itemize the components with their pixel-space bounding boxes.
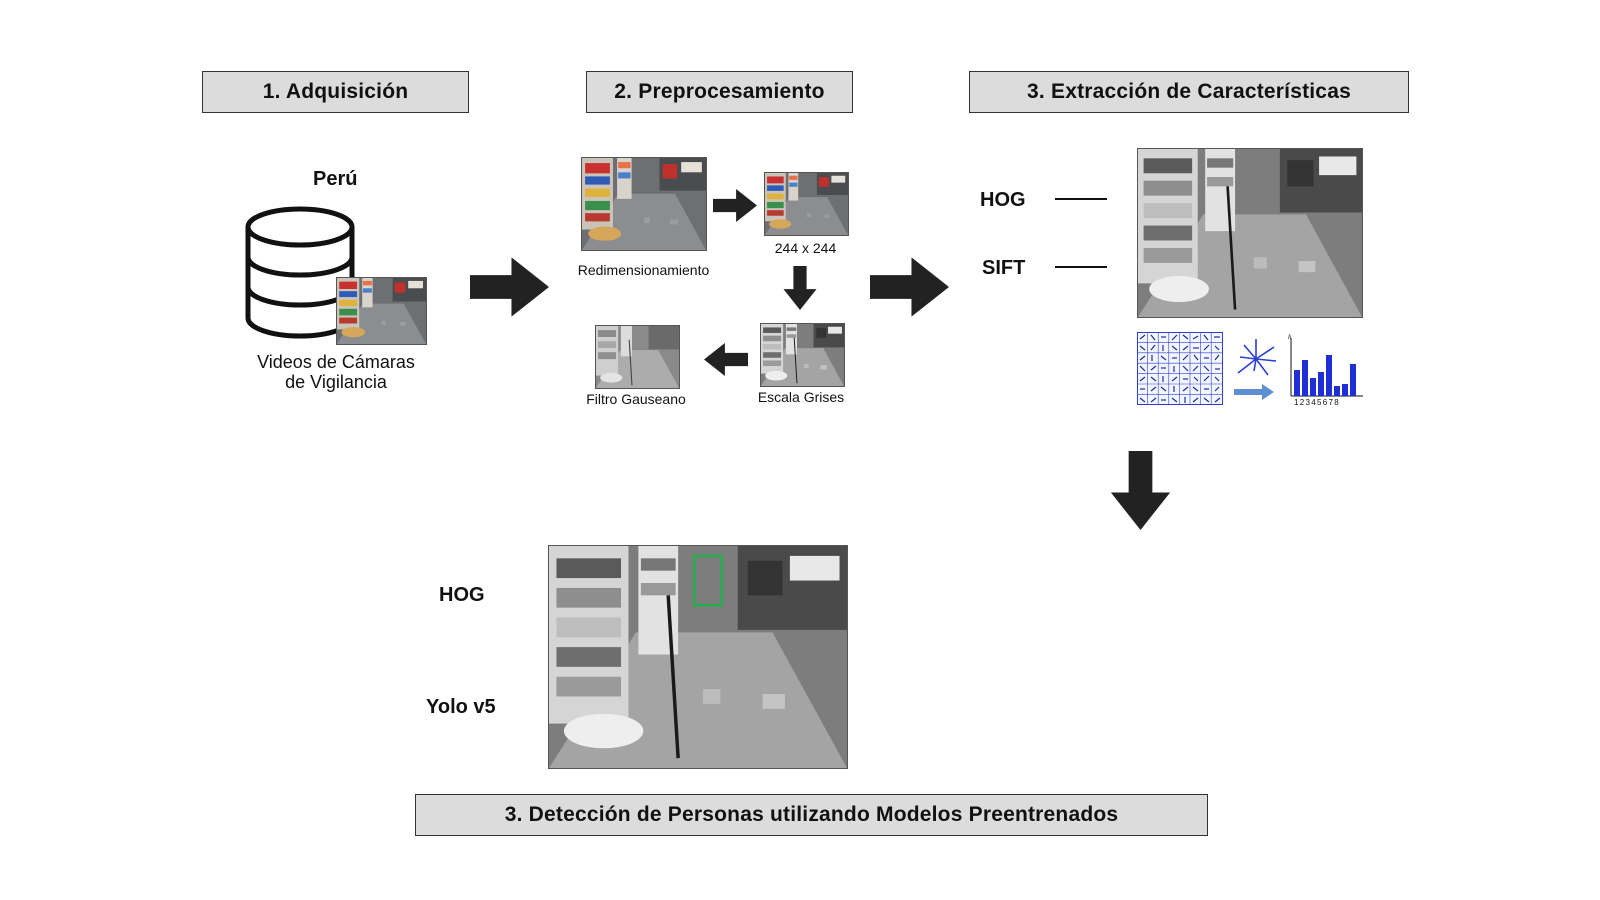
right-arrow-icon bbox=[713, 189, 757, 222]
feature-frame bbox=[1137, 148, 1363, 318]
stage-title-preprocessing: 2. Preprocesamiento bbox=[586, 71, 853, 113]
right-arrow-icon bbox=[1234, 384, 1274, 400]
resize-label: Redimensionamiento bbox=[577, 262, 710, 278]
stage-title-detection: 3. Detección de Personas utilizando Mode… bbox=[415, 794, 1208, 836]
feature-method-sift: SIFT bbox=[982, 257, 1026, 279]
detection-frame bbox=[548, 545, 848, 769]
right-arrow-icon bbox=[870, 257, 949, 317]
right-arrow-icon bbox=[470, 257, 549, 317]
original-frame bbox=[581, 157, 707, 251]
left-arrow-icon bbox=[704, 343, 748, 376]
feature-method-hog: HOG bbox=[980, 189, 1026, 211]
detection-model-hog: HOG bbox=[439, 584, 485, 606]
grayscale-frame bbox=[760, 323, 845, 387]
dataset-label-line2: de Vigilancia bbox=[285, 372, 387, 392]
country-label: Perú bbox=[313, 168, 358, 190]
histogram-icon: h 12345678 bbox=[1285, 332, 1365, 408]
detection-model-yolo: Yolo v5 bbox=[426, 696, 496, 718]
sift-connector bbox=[1055, 266, 1107, 268]
surveillance-thumbnail bbox=[336, 277, 427, 345]
hog-grid-icon bbox=[1137, 332, 1223, 405]
down-arrow-icon bbox=[783, 266, 817, 310]
resized-frame bbox=[764, 172, 849, 236]
hog-connector bbox=[1055, 198, 1107, 200]
gaussian-frame bbox=[595, 325, 680, 389]
dataset-label: Videos de Cámaras de Vigilancia bbox=[248, 352, 424, 392]
grayscale-label: Escala Grises bbox=[757, 389, 845, 405]
stage-title-features: 3. Extracción de Características bbox=[969, 71, 1409, 113]
stage-title-acquisition: 1. Adquisición bbox=[202, 71, 469, 113]
size-label: 244 x 244 bbox=[774, 240, 837, 256]
gaussian-label: Filtro Gauseano bbox=[586, 391, 686, 407]
down-arrow-icon bbox=[1109, 451, 1172, 530]
histogram-ticks: 12345678 bbox=[1294, 398, 1340, 407]
sift-star-icon bbox=[1234, 337, 1278, 381]
dataset-label-line1: Videos de Cámaras bbox=[257, 352, 415, 372]
histogram-axis-label: h bbox=[1288, 333, 1292, 341]
